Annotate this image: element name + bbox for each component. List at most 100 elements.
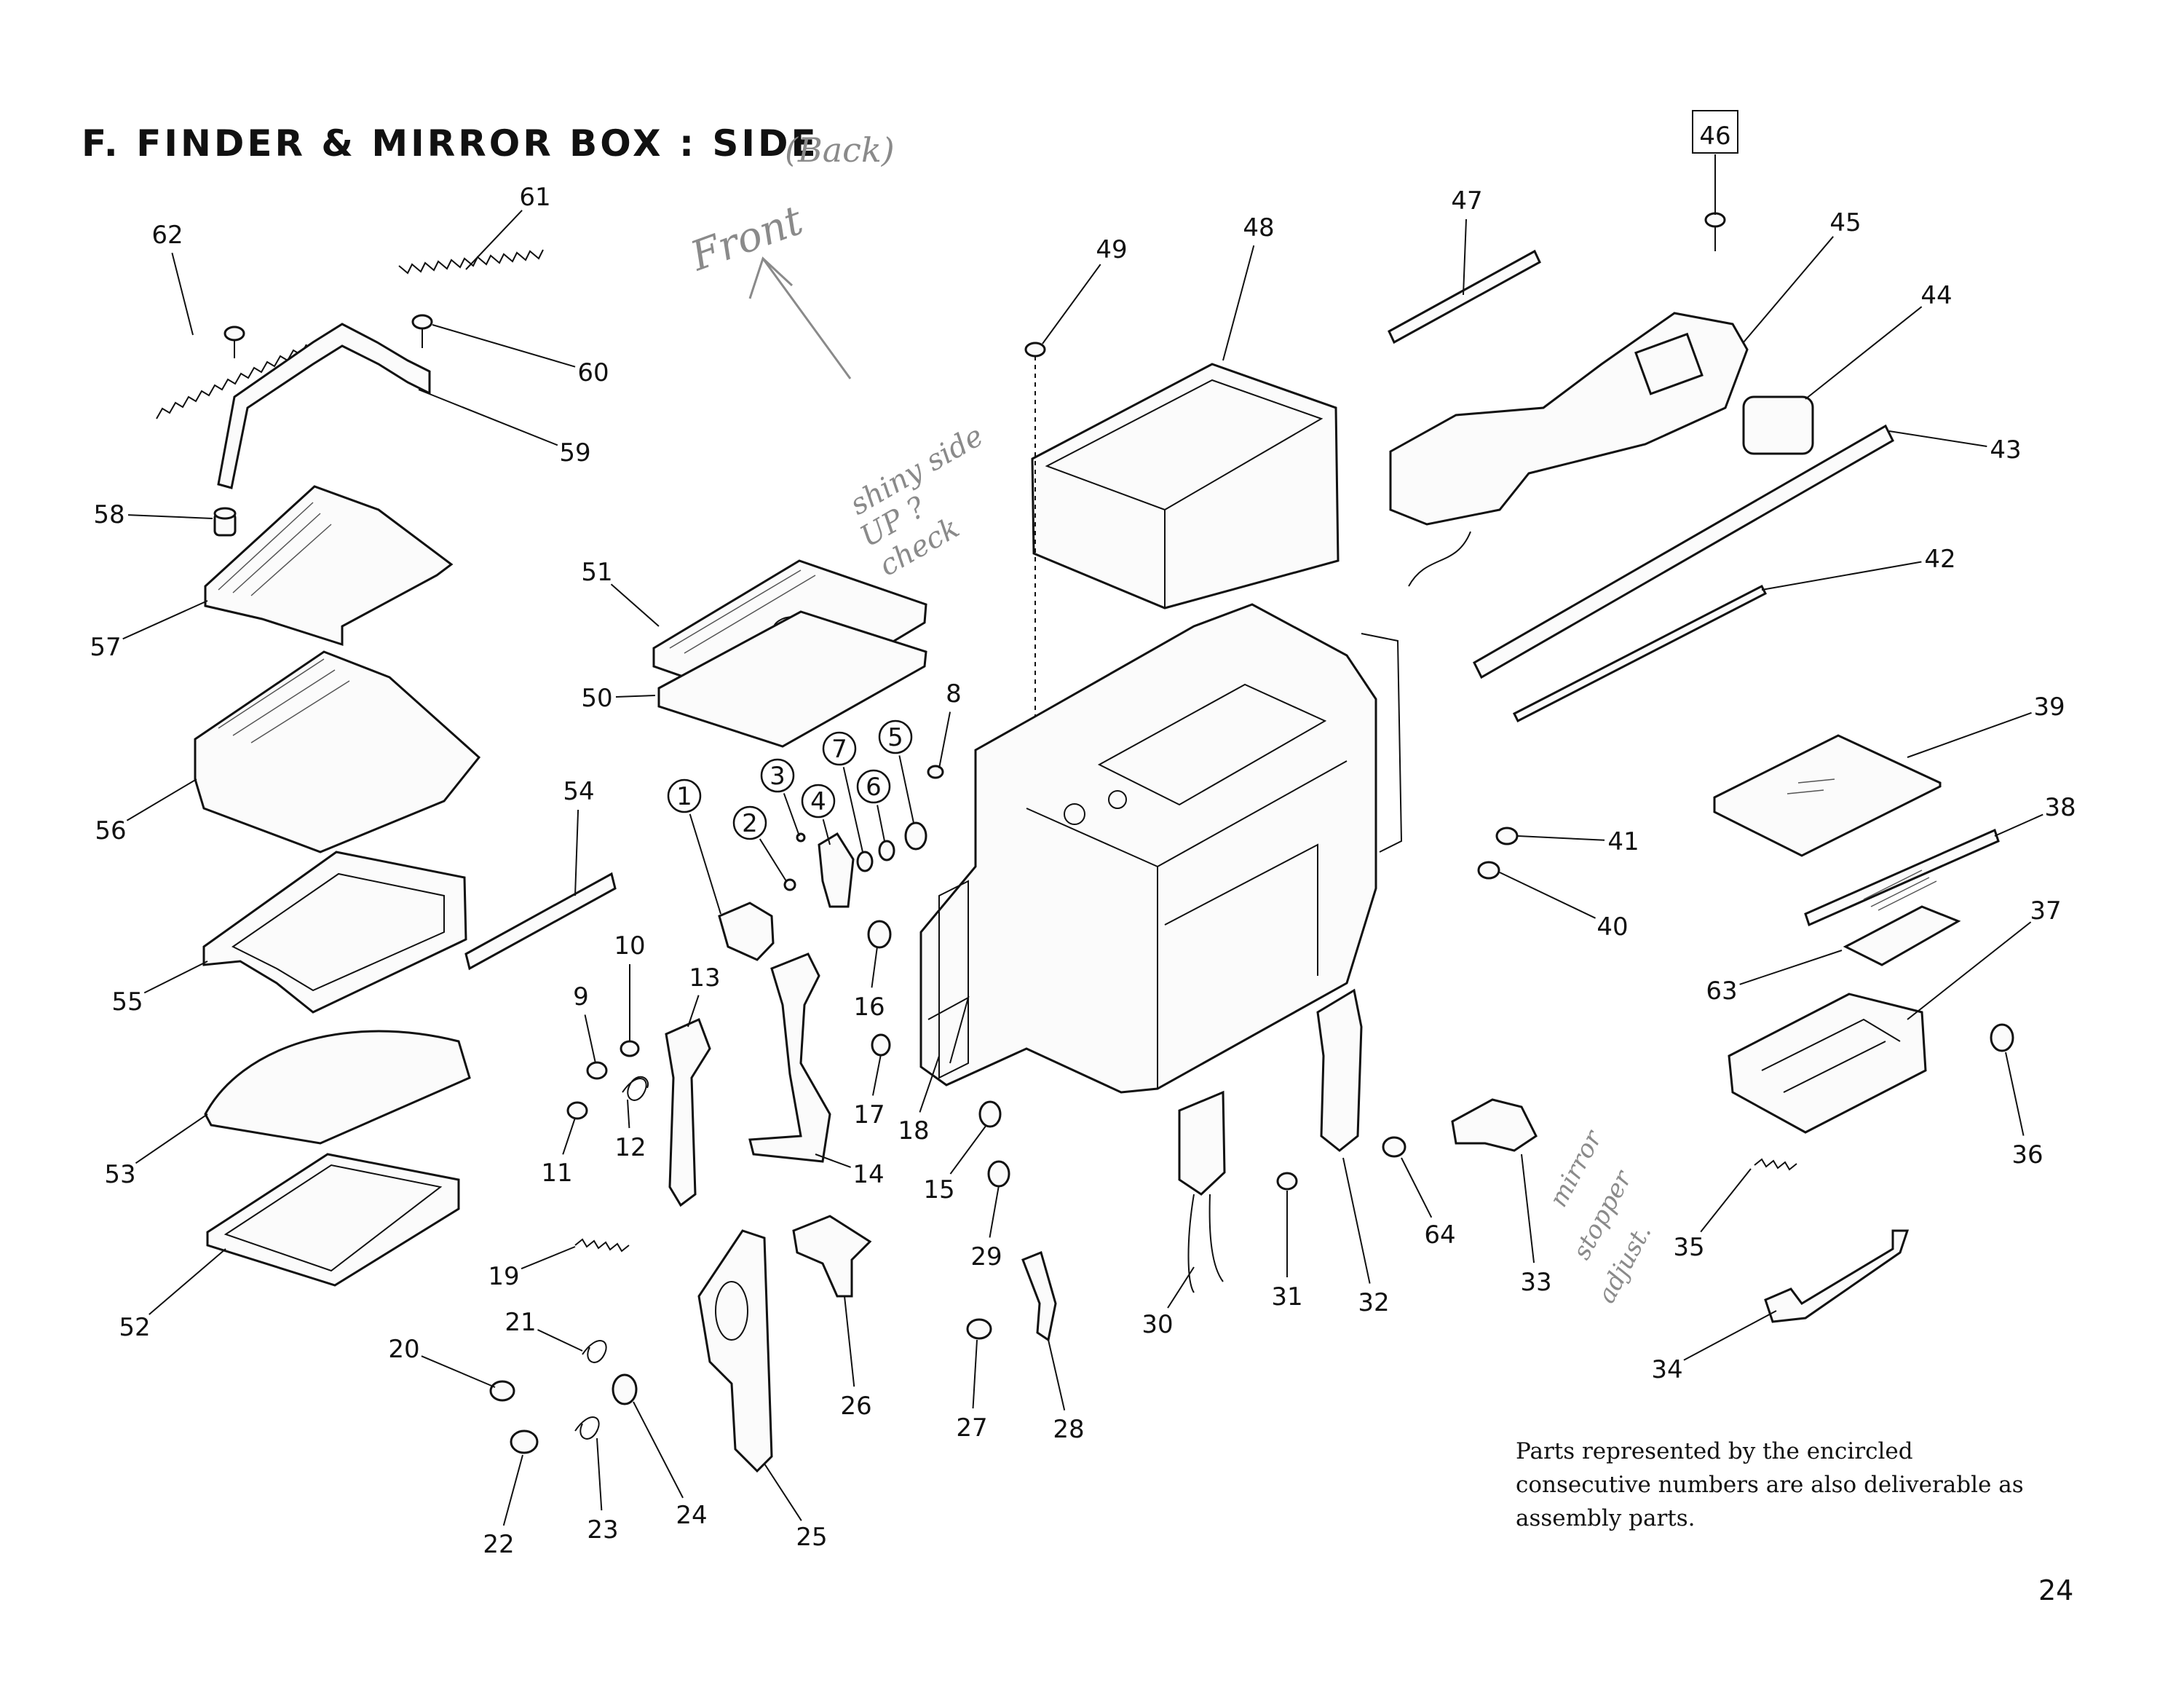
callout-label-35: 35 — [1673, 1233, 1704, 1262]
callout-label-36: 36 — [2011, 1140, 2043, 1170]
part-6-washer — [878, 840, 895, 861]
part-43-strip — [1473, 424, 1894, 679]
part-48-top-box — [1031, 363, 1340, 610]
leader-line-24 — [633, 1401, 684, 1499]
part-30-contact-plate — [1178, 1090, 1226, 1196]
leader-line-19 — [521, 1246, 576, 1270]
callout-label-30: 30 — [1142, 1310, 1173, 1339]
part-25-plate — [697, 1229, 773, 1473]
part-34-lever — [1764, 1229, 1910, 1323]
callout-label-61: 61 — [519, 183, 550, 212]
leader-line-39 — [1907, 711, 2032, 758]
callout-label-33: 33 — [1520, 1268, 1551, 1297]
part-21-spring — [582, 1340, 607, 1363]
part-5-bushing — [904, 821, 927, 851]
callout-label-10: 10 — [614, 931, 645, 961]
callout-label-20: 20 — [388, 1335, 419, 1364]
leader-line-3 — [783, 793, 800, 837]
callout-label-55: 55 — [111, 987, 143, 1017]
mirror-box-body — [919, 603, 1377, 1094]
part-1-lever-block — [718, 902, 775, 961]
handwritten-front-arrow — [748, 256, 852, 379]
callout-label-4: 4 — [810, 787, 826, 816]
part-60-screw — [411, 314, 433, 348]
callout-label-51: 51 — [581, 558, 612, 587]
callout-label-7: 7 — [831, 735, 847, 764]
callout-label-47: 47 — [1451, 186, 1482, 216]
leader-line-38 — [1994, 813, 2043, 837]
callout-label-43: 43 — [1990, 435, 2021, 465]
leader-line-1 — [689, 813, 721, 915]
part-50-gasket — [657, 610, 927, 748]
part-33-stopper — [1451, 1098, 1538, 1152]
leader-line-21 — [537, 1329, 583, 1352]
callout-label-18: 18 — [898, 1116, 929, 1145]
callout-label-41: 41 — [1607, 827, 1639, 856]
handwritten-front: Front — [684, 197, 810, 281]
part-8-screw — [927, 765, 944, 779]
leader-line-34 — [1683, 1310, 1777, 1361]
leader-line-61 — [465, 210, 523, 270]
leader-line-33 — [1521, 1153, 1535, 1263]
part-2-washer — [783, 878, 796, 891]
part-47-strip — [1388, 249, 1541, 344]
callout-label-58: 58 — [93, 500, 124, 529]
callout-label-62: 62 — [151, 221, 183, 250]
leader-line-6 — [877, 805, 885, 842]
leader-line-28 — [1048, 1339, 1066, 1411]
leader-line-42 — [1761, 561, 1922, 591]
part-31-screw — [1276, 1172, 1298, 1191]
callout-label-28: 28 — [1053, 1415, 1084, 1444]
leader-line-50 — [615, 695, 656, 698]
leader-line-22 — [502, 1454, 523, 1526]
leader-line-64 — [1401, 1157, 1433, 1218]
callout-label-59: 59 — [559, 438, 590, 468]
callout-label-29: 29 — [970, 1242, 1002, 1271]
callout-label-57: 57 — [90, 633, 121, 662]
callout-label-21: 21 — [505, 1308, 536, 1337]
part-40-screw — [1477, 861, 1500, 880]
leader-line-11 — [562, 1117, 576, 1155]
leader-line-47 — [1463, 218, 1467, 296]
part-42-rod — [1512, 584, 1768, 723]
callout-label-53: 53 — [104, 1160, 135, 1189]
callout-label-39: 39 — [2033, 693, 2065, 722]
leader-line-12 — [627, 1099, 630, 1129]
callout-label-50: 50 — [581, 684, 612, 713]
callout-label-38: 38 — [2044, 793, 2076, 822]
callout-label-31: 31 — [1271, 1282, 1302, 1312]
part-52-gasket — [206, 1153, 460, 1287]
callout-label-44: 44 — [1920, 281, 1952, 310]
part-32-plate — [1316, 988, 1363, 1152]
callout-label-8: 8 — [946, 679, 962, 709]
part-59-screw — [223, 326, 245, 358]
leader-line-14 — [815, 1153, 851, 1168]
leader-line-5 — [898, 755, 914, 824]
callout-label-46: 46 — [1699, 122, 1730, 151]
part-64-screw — [1382, 1136, 1406, 1158]
leader-line-16 — [871, 946, 878, 988]
part-27-screw — [966, 1318, 992, 1340]
callout-label-25: 25 — [796, 1523, 827, 1552]
part-24-bushing — [612, 1373, 638, 1405]
handwritten-back: (Back) — [785, 130, 895, 170]
leader-line-9 — [584, 1014, 596, 1064]
part-22-screw — [510, 1429, 539, 1454]
callout-label-9: 9 — [573, 982, 589, 1011]
callout-label-14: 14 — [852, 1160, 884, 1189]
part-9-screw — [586, 1061, 608, 1080]
callout-circle-3 — [760, 758, 795, 793]
part-39-glass-plate — [1713, 734, 1942, 857]
leader-line-54 — [574, 809, 579, 896]
leader-line-17 — [871, 1054, 882, 1096]
part-54-strip — [464, 872, 617, 971]
callout-label-49: 49 — [1096, 235, 1127, 264]
part-63-pad — [1843, 905, 1961, 966]
part-12-spring — [622, 1076, 649, 1101]
leader-line-36 — [2005, 1052, 2025, 1136]
callout-label-19: 19 — [488, 1262, 519, 1291]
leader-line-37 — [1907, 921, 2032, 1020]
callout-label-6: 6 — [866, 773, 882, 802]
leader-line-25 — [764, 1463, 802, 1521]
